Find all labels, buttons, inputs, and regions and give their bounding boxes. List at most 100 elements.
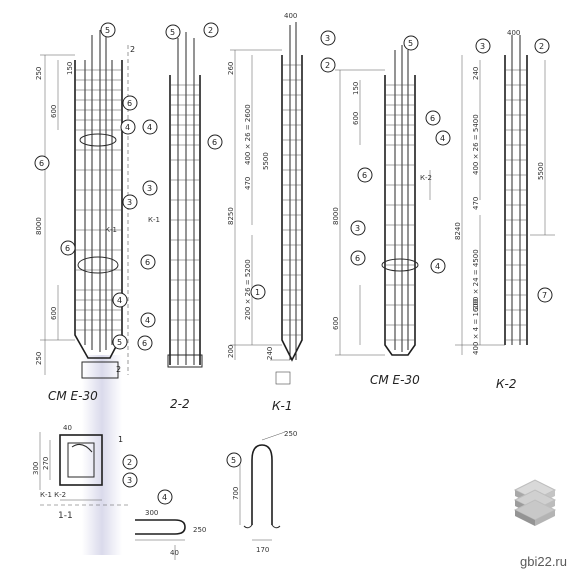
dim-250-bottom: 250	[35, 352, 43, 365]
dim-150: 150	[66, 62, 74, 75]
callout-5-a: 5	[105, 26, 110, 35]
dim-150-right: 150	[352, 82, 360, 95]
callout-3-c: 3	[325, 34, 330, 43]
caption-k1: К-1	[272, 399, 292, 413]
callout-5-e: 5	[231, 456, 236, 465]
callout-4-d: 4	[145, 316, 150, 325]
dim-250-top: 250	[35, 67, 43, 80]
callout-7: 7	[542, 291, 547, 300]
view-section-1-1	[39, 432, 130, 506]
dim-k2-400: 400	[507, 29, 520, 37]
dim-270: 270	[42, 457, 50, 470]
callout-4-f: 4	[435, 262, 440, 271]
view-cm-e30-left	[40, 30, 129, 379]
dim-170: 170	[256, 546, 269, 554]
callout-6-b: 6	[39, 159, 44, 168]
callout-4-c: 4	[147, 123, 152, 132]
callout-6-h: 6	[362, 171, 367, 180]
dim-470: 470	[244, 177, 252, 190]
site-watermark: gbi22.ru	[520, 554, 567, 569]
k-labels-bottom: К-1 К-2	[40, 491, 66, 499]
dim-k2-240: 240	[472, 67, 480, 80]
view-k2	[455, 35, 555, 355]
callout-2-d: 2	[127, 458, 132, 467]
callout-2-a: 2	[208, 26, 213, 35]
view-cm-e30-left-texts: 8000 250 250 600 600 150 К-1 2 2 СМ Е-30	[35, 45, 135, 403]
callout-3-d: 3	[355, 224, 360, 233]
view-part-4-texts: 300 250 40	[145, 509, 206, 557]
callout-2-c: 2	[539, 42, 544, 51]
callouts: 5 6 4 6 3 6 4 5 5 2 4 6 3 6 4 6 3 2 1 5 …	[34, 22, 553, 505]
callout-3-f: 3	[127, 476, 132, 485]
section-marker-bottom: 2	[116, 365, 121, 374]
callout-4-a: 4	[125, 123, 130, 132]
caption-section-2-2: 2-2	[170, 397, 190, 411]
callout-2-b: 2	[325, 61, 330, 70]
dim-step-top: 400 × 26 = 2600	[244, 104, 252, 165]
callout-6-c: 6	[65, 244, 70, 253]
dim-600-right-top: 600	[352, 112, 360, 125]
view-section-1-1-texts: 300 270 40 К-1 К-2 1-1 1	[32, 424, 123, 521]
dim-top-k1: 400	[284, 12, 297, 20]
dim-600-bottom: 600	[50, 307, 58, 320]
view-cm-e30-right	[335, 45, 431, 356]
view-part-4	[135, 519, 186, 560]
view-cm-e30-right-texts: 8000 600 600 150 К-2 СМ Е-30	[332, 82, 432, 387]
callout-5-c: 5	[170, 28, 175, 37]
dim-700: 700	[232, 487, 240, 500]
section-marker-1: 1	[118, 435, 123, 444]
dim-8240: 8240	[454, 222, 462, 240]
callout-3-e: 3	[480, 42, 485, 51]
dim-part4-60: 40	[170, 549, 179, 557]
dim-600-right-bottom: 600	[332, 317, 340, 330]
dim-part4-250: 250	[193, 526, 206, 534]
callout-4-b: 4	[117, 296, 122, 305]
callout-1: 1	[255, 288, 260, 297]
dim-240: 240	[266, 347, 274, 360]
view-k2-texts: 8240 400 × 26 = 5400 200 × 24 = 4500 400…	[454, 29, 545, 391]
dim-8000-right: 8000	[332, 207, 340, 225]
dim-k2-5500: 5500	[537, 162, 545, 180]
view-section-2-2-texts: К-1 2-2	[148, 216, 190, 411]
dim-k2-base: 400 × 4 = 1600	[472, 299, 480, 355]
dim-k2-top: 400 × 26 = 5400	[472, 114, 480, 175]
dim-260: 260	[227, 62, 235, 75]
view-part-5-texts: 700 170 250	[232, 430, 297, 554]
dim-5500: 5500	[262, 152, 270, 170]
callout-5-d: 5	[408, 39, 413, 48]
dim-k2-420: 470	[472, 197, 480, 210]
dim-600-top: 600	[50, 105, 58, 118]
callout-3-a: 3	[127, 198, 132, 207]
caption-cm-e30-right: СМ Е-30	[370, 373, 420, 387]
callout-5-b: 5	[117, 338, 122, 347]
section-marker-top: 2	[130, 45, 135, 54]
dim-40: 40	[63, 424, 72, 432]
caption-cm-e30-left: СМ Е-30	[48, 389, 98, 403]
view-k1	[230, 22, 303, 385]
dim-k2-bottom: 200 × 24 = 4500	[472, 249, 480, 310]
dim-part4-300: 300	[145, 509, 158, 517]
dim-step-bottom: 200 × 26 = 5200	[244, 259, 252, 320]
callout-6-f: 6	[142, 339, 147, 348]
callout-4-e: 4	[440, 134, 445, 143]
dim-8250: 8250	[227, 207, 235, 225]
dim-200: 200	[227, 345, 235, 358]
callout-4-g: 4	[162, 493, 167, 502]
caption-section-1-1: 1-1	[58, 511, 73, 521]
callout-3-b: 3	[147, 184, 152, 193]
stacked-slabs-icon	[513, 479, 557, 526]
dim-8000: 8000	[35, 217, 43, 235]
view-section-2-2	[167, 32, 203, 368]
callout-6-g: 6	[430, 114, 435, 123]
k1-inline-label: К-1	[105, 226, 117, 234]
k1-inline-label-2: К-1	[148, 216, 160, 224]
callout-6-i: 6	[355, 254, 360, 263]
view-k1-texts: 8250 260 470 400 × 26 = 2600 200 × 26 = …	[227, 12, 297, 413]
callout-6-e: 6	[145, 258, 150, 267]
caption-k2: К-2	[496, 377, 516, 391]
callout-6-a: 6	[127, 99, 132, 108]
view-part-5	[239, 431, 286, 541]
k2-inline-label: К-2	[420, 174, 432, 182]
